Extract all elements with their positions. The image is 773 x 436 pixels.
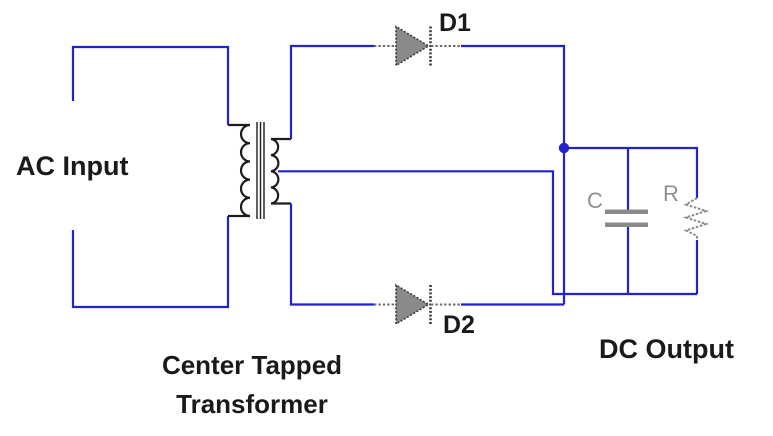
output-top-rail-wire [564,146,699,198]
output-wiring [461,44,699,306]
diode-d1-symbol [374,25,461,67]
diode-d1-label: D1 [439,9,471,37]
transformer-caption: Center Tapped Transformer [132,346,372,424]
capacitor-label: C [587,188,603,213]
dc-output-label: DC Output [599,334,734,364]
diode-d2-symbol [374,283,461,326]
d1-to-bus-wire [461,44,566,305]
secondary-coil [270,137,280,205]
transformer-symbol [228,122,291,219]
d1-triangle [395,25,431,67]
center-tap-to-bottom-rail-wire [278,170,697,296]
secondary-bottom-to-d2-wire [289,203,374,306]
capacitor-bottom-plate [605,222,648,227]
ac-loop-bottom-wire [71,216,230,309]
d2-triangle [395,283,431,326]
diode-d2-label: D2 [443,311,475,339]
ac-source-loop [71,45,230,309]
transformer-core [256,122,265,219]
secondary-top-to-d1-wire [289,44,374,139]
ac-input-label: AC Input [16,151,129,181]
transformer-caption-line1: Center Tapped [161,350,343,380]
resistor-zigzag [682,197,710,240]
resistor-symbol [682,197,710,240]
secondary-wiring [278,44,697,306]
junction-dot [558,142,570,154]
resistor-label: R [663,181,679,206]
ac-loop-top-wire [71,45,230,125]
capacitor-top-plate [605,209,648,214]
capacitor-symbol [605,209,648,227]
transformer-caption-line2: Transformer [176,389,328,419]
primary-coil [239,123,251,218]
